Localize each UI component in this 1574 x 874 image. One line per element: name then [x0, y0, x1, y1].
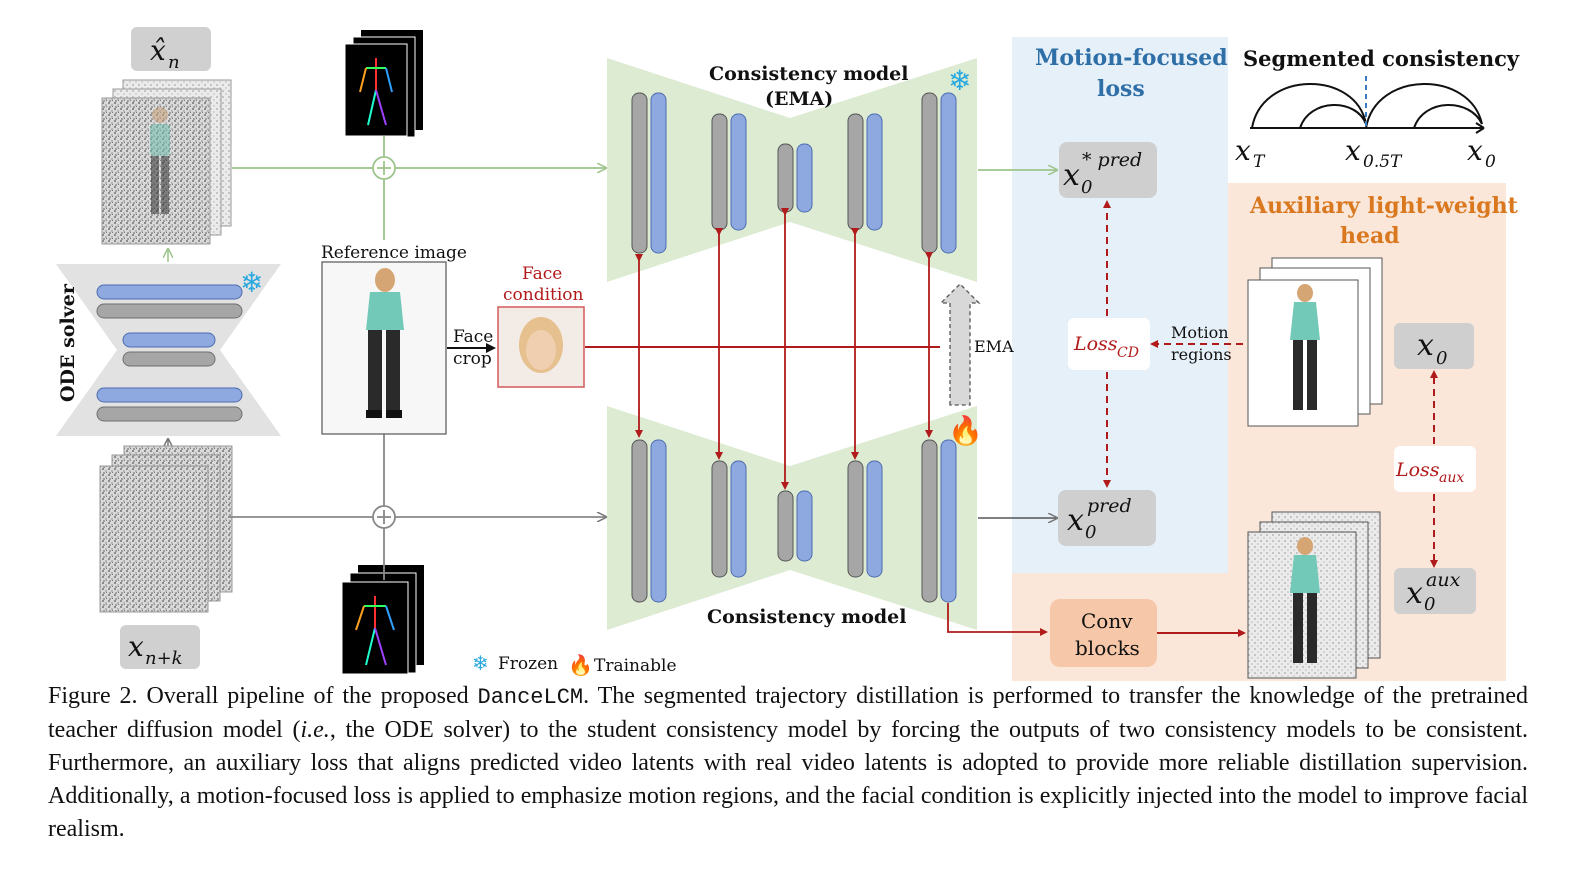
snowflake-icon: ❄ [472, 651, 489, 675]
fire-icon: 🔥 [568, 653, 593, 677]
loss-cd-sub: CD [1117, 345, 1139, 361]
pose-stack-bottom [341, 565, 424, 675]
loss-cd-box [1068, 318, 1150, 370]
conv-blocks-box [1050, 599, 1157, 667]
x-n-plus-k-box [120, 625, 200, 669]
pipeline-diagram: x̂ n ODE solver ❄ x n+k [56, 27, 1520, 681]
segmented-consistency-diagram [1250, 76, 1485, 134]
x-hat-n-sub: n [168, 52, 180, 73]
conv-blocks-label-1: Conv [1081, 609, 1133, 633]
ode-solver-label: ODE solver [57, 283, 79, 402]
x0-box-sub: 0 [1436, 348, 1447, 369]
cm-ema-title-2: (EMA) [765, 88, 833, 110]
pose-skeleton-icon [359, 58, 393, 126]
aux-output-frames-stack [1247, 511, 1381, 679]
face-condition-label-1: Face [522, 264, 562, 284]
reference-image-label: Reference image [321, 243, 467, 263]
x0-box-label: x [1417, 328, 1434, 363]
ode-solver: ODE solver ❄ [56, 264, 281, 436]
x0-star-pred-label: x [1063, 158, 1080, 193]
segmented-consistency-title: Segmented consistency [1243, 46, 1520, 71]
caption-part-2: . The segmented trajectory distillation … [48, 683, 1528, 743]
loss-cd-label: Loss [1073, 333, 1118, 355]
x0-aux-sup: aux [1426, 569, 1461, 591]
x-n-plus-k-sub: n+k [145, 648, 183, 669]
xT-label: x [1235, 134, 1251, 167]
loss-aux-label: Loss [1395, 459, 1440, 481]
snowflake-icon: ❄ [948, 64, 971, 97]
motion-regions-label-1: Motion [1171, 323, 1229, 342]
legend-frozen-label: Frozen [498, 654, 558, 674]
pose-stack-top [344, 30, 423, 138]
ema-label: EMA [974, 337, 1014, 356]
consistency-model-ema: ❄ [607, 58, 977, 282]
ema-arrow [939, 283, 981, 406]
cm-student-title: Consistency model [707, 606, 907, 628]
x0-star-pred-sub: 0 [1081, 177, 1092, 198]
conv-blocks-label-2: blocks [1075, 636, 1140, 660]
loss-aux-box [1394, 446, 1476, 492]
aux-head-title-1: Auxiliary light-weight [1249, 193, 1519, 219]
x0-aux-label: x [1406, 576, 1423, 611]
dancer-silhouette-icon [150, 107, 170, 214]
noisy-latent-stack-top [101, 79, 232, 245]
x0-star-pred-box [1059, 142, 1157, 198]
face-injection-arrows [635, 208, 933, 490]
figure-caption: Figure 2. Overall pipeline of the propos… [48, 680, 1528, 846]
caption-ie: i.e. [300, 717, 330, 743]
x-n-plus-k-label: x [128, 630, 144, 663]
x0-pred-label: x [1067, 503, 1084, 538]
caption-part-1: Figure 2. Overall pipeline of the propos… [48, 683, 478, 709]
aux-head-title-2: head [1340, 223, 1400, 249]
motion-loss-panel [1012, 37, 1228, 573]
x05T-label: x [1345, 134, 1361, 167]
caption-method-name: DanceLCM [477, 685, 584, 710]
x0-axis-sub: 0 [1485, 152, 1496, 172]
noisy-latent-stack-bottom [99, 445, 233, 613]
face-crop-label-2: crop [453, 349, 492, 369]
x0-pred-box [1058, 490, 1156, 546]
loss-aux-sub: aux [1439, 470, 1464, 486]
consistency-model-student: 🔥 [607, 406, 983, 630]
legend-trainable-label: Trainable [594, 656, 677, 676]
motion-loss-title-2: loss [1097, 76, 1145, 102]
fire-icon: 🔥 [948, 414, 983, 447]
x0-box [1394, 323, 1474, 369]
face-crop-label-1: Face [453, 327, 493, 347]
x0-axis-label: x [1467, 134, 1483, 167]
xT-sub: T [1253, 152, 1266, 172]
x0-aux-box [1394, 568, 1476, 614]
cm-ema-title-1: Consistency model [709, 63, 909, 85]
x0-pred-sup: pred [1087, 495, 1132, 517]
snowflake-icon: ❄ [240, 266, 263, 299]
x05T-sub: 0.5T [1363, 152, 1403, 172]
reference-image [321, 261, 447, 435]
face-condition-label-2: condition [503, 285, 584, 305]
x-hat-n-label: x̂ [150, 34, 166, 67]
pose-skeleton-icon [355, 596, 395, 666]
x0-pred-sub: 0 [1085, 522, 1096, 543]
motion-frames-stack [1247, 257, 1383, 427]
face-condition-image [497, 306, 585, 388]
motion-loss-title-1: Motion-focused [1035, 45, 1228, 71]
x-hat-n-box [131, 27, 211, 71]
x0-star-pred-sup: * pred [1082, 149, 1142, 171]
caption-part-3: , the ODE solver) to the student consist… [48, 717, 1528, 842]
x0-aux-sub: 0 [1424, 594, 1435, 615]
motion-regions-label-2: regions [1171, 345, 1232, 364]
